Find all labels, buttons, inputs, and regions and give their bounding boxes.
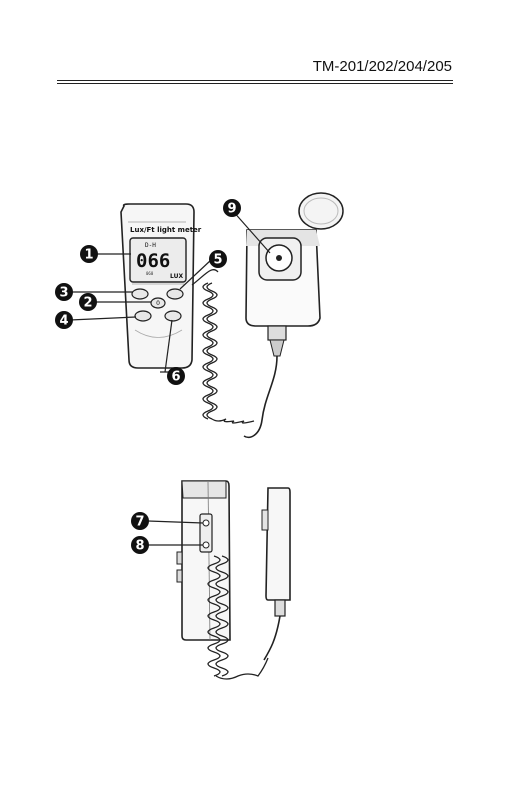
coiled-cable-front — [192, 270, 254, 423]
callout-5: 5 — [209, 250, 227, 268]
callout-6: 6 — [167, 367, 185, 385]
svg-text:9: 9 — [227, 202, 236, 217]
svg-text:4: 4 — [59, 314, 68, 329]
svg-text:5: 5 — [213, 253, 222, 268]
callout-4: 4 — [55, 311, 73, 329]
svg-text:3: 3 — [59, 286, 68, 301]
svg-text:1: 1 — [84, 248, 93, 263]
svg-text:7: 7 — [135, 515, 144, 530]
screen-unit: LUX — [170, 273, 183, 280]
power-symbol: 0 — [156, 300, 160, 307]
screen-small: 060 — [146, 271, 154, 276]
svg-text:2: 2 — [83, 296, 92, 311]
meter-label: Lux/Ft light meter — [130, 226, 202, 234]
callout-7: 7 — [131, 512, 149, 530]
svg-text:8: 8 — [135, 539, 144, 554]
callout-2: 2 — [79, 293, 97, 311]
screen-mode: D-H — [145, 242, 156, 249]
button-4[interactable] — [135, 311, 151, 321]
button-5[interactable] — [167, 289, 183, 299]
button-6[interactable] — [165, 311, 181, 321]
callout-8: 8 — [131, 536, 149, 554]
sensor-cap — [299, 193, 343, 229]
sensor-cable — [244, 356, 277, 437]
button-3[interactable] — [132, 289, 148, 299]
meter-side-figure — [177, 481, 290, 679]
meter-body: Lux/Ft light meter D-H 066 LUX 060 0 — [121, 204, 202, 368]
svg-text:6: 6 — [171, 370, 180, 385]
callout-9: 9 — [223, 199, 241, 217]
callout-3: 3 — [55, 283, 73, 301]
callout-1: 1 — [80, 245, 98, 263]
screen-reading: 066 — [136, 250, 170, 272]
sensor-head — [246, 230, 320, 356]
